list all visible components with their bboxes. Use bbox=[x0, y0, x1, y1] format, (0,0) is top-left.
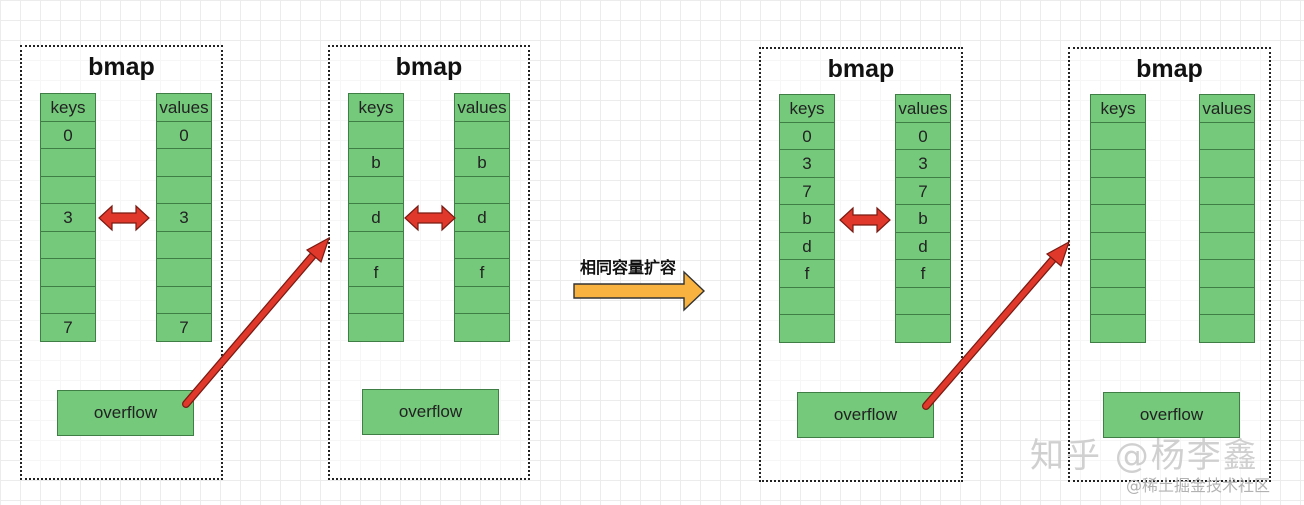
value-cell: 3 bbox=[156, 203, 212, 232]
value-cell: f bbox=[454, 258, 510, 287]
key-cell bbox=[348, 230, 404, 259]
value-cell: 7 bbox=[156, 313, 212, 342]
key-cell: f bbox=[348, 258, 404, 287]
value-cell bbox=[1199, 231, 1255, 260]
key-cell: 0 bbox=[40, 120, 96, 149]
value-cell bbox=[156, 285, 212, 314]
key-cell: f bbox=[779, 259, 835, 288]
overflow-box: overflow bbox=[362, 389, 499, 435]
value-cell: f bbox=[895, 259, 951, 288]
values-column: values 0 3 7 bbox=[156, 93, 212, 342]
key-cell bbox=[40, 175, 96, 204]
values-header: values bbox=[1199, 94, 1255, 123]
key-cell bbox=[40, 285, 96, 314]
key-cell: d bbox=[348, 203, 404, 232]
keys-column: keys 0 3 7 b d f bbox=[779, 94, 835, 343]
keys-header: keys bbox=[1090, 94, 1146, 123]
value-cell bbox=[156, 230, 212, 259]
value-cell: b bbox=[895, 204, 951, 233]
keys-column: keys 0 3 7 bbox=[40, 93, 96, 342]
overflow-box: overflow bbox=[57, 390, 194, 436]
value-cell bbox=[895, 314, 951, 343]
bucket-title: bmap bbox=[1136, 55, 1203, 83]
value-cell bbox=[454, 313, 510, 342]
key-cell bbox=[1090, 314, 1146, 343]
key-cell: b bbox=[348, 148, 404, 177]
keys-header: keys bbox=[779, 94, 835, 123]
value-cell bbox=[1199, 314, 1255, 343]
keys-column: keys bbox=[1090, 94, 1146, 343]
values-column: values b d f bbox=[454, 93, 510, 342]
value-cell bbox=[895, 286, 951, 315]
key-cell: d bbox=[779, 231, 835, 260]
values-column: values bbox=[1199, 94, 1255, 343]
value-cell bbox=[1199, 286, 1255, 315]
value-cell bbox=[1199, 259, 1255, 288]
key-cell bbox=[348, 175, 404, 204]
value-cell bbox=[1199, 149, 1255, 178]
key-cell bbox=[40, 258, 96, 287]
key-cell bbox=[779, 286, 835, 315]
keys-header: keys bbox=[40, 93, 96, 122]
key-cell bbox=[779, 314, 835, 343]
value-cell bbox=[1199, 204, 1255, 233]
bucket-3: bmap keys 0 3 7 b d f values 0 3 7 b d f… bbox=[759, 47, 963, 482]
key-cell bbox=[1090, 231, 1146, 260]
value-cell: 7 bbox=[895, 176, 951, 205]
key-cell: b bbox=[779, 204, 835, 233]
values-header: values bbox=[454, 93, 510, 122]
value-cell: d bbox=[895, 231, 951, 260]
value-cell bbox=[1199, 176, 1255, 205]
key-cell bbox=[1090, 176, 1146, 205]
bucket-title: bmap bbox=[827, 55, 895, 83]
overflow-box: overflow bbox=[797, 392, 934, 438]
value-cell bbox=[156, 175, 212, 204]
key-cell: 3 bbox=[779, 149, 835, 178]
keys-header: keys bbox=[348, 93, 404, 122]
key-cell: 0 bbox=[779, 121, 835, 150]
bucket-1: bmap keys 0 3 7 values 0 3 7 overflow bbox=[20, 45, 223, 480]
values-header: values bbox=[895, 94, 951, 123]
expansion-caption: 相同容量扩容 bbox=[580, 258, 677, 277]
overflow-box: overflow bbox=[1103, 392, 1240, 438]
values-header: values bbox=[156, 93, 212, 122]
value-cell bbox=[454, 285, 510, 314]
key-cell bbox=[40, 148, 96, 177]
bucket-4: bmap keys values overflow bbox=[1068, 47, 1271, 482]
values-column: values 0 3 7 b d f bbox=[895, 94, 951, 343]
key-cell: 7 bbox=[779, 176, 835, 205]
key-cell bbox=[348, 313, 404, 342]
key-cell bbox=[1090, 259, 1146, 288]
bucket-2: bmap keys b d f values b d f overflow bbox=[328, 45, 530, 480]
key-cell bbox=[40, 230, 96, 259]
value-cell bbox=[454, 120, 510, 149]
key-cell bbox=[1090, 286, 1146, 315]
key-cell bbox=[348, 120, 404, 149]
key-cell: 3 bbox=[40, 203, 96, 232]
value-cell bbox=[454, 230, 510, 259]
value-cell: 3 bbox=[895, 149, 951, 178]
value-cell bbox=[156, 258, 212, 287]
value-cell: 0 bbox=[156, 120, 212, 149]
watermark: 知乎 @杨李鑫 bbox=[1030, 436, 1259, 476]
value-cell: b bbox=[454, 148, 510, 177]
key-cell bbox=[1090, 121, 1146, 150]
value-cell: 0 bbox=[895, 121, 951, 150]
key-cell bbox=[348, 285, 404, 314]
value-cell bbox=[454, 175, 510, 204]
watermark-sub: @稀土掘金技术社区 bbox=[1126, 476, 1271, 495]
value-cell: d bbox=[454, 203, 510, 232]
bucket-title: bmap bbox=[88, 53, 155, 81]
value-cell bbox=[1199, 121, 1255, 150]
key-cell: 7 bbox=[40, 313, 96, 342]
value-cell bbox=[156, 148, 212, 177]
keys-column: keys b d f bbox=[348, 93, 404, 342]
key-cell bbox=[1090, 149, 1146, 178]
key-cell bbox=[1090, 204, 1146, 233]
bucket-title: bmap bbox=[395, 53, 463, 81]
